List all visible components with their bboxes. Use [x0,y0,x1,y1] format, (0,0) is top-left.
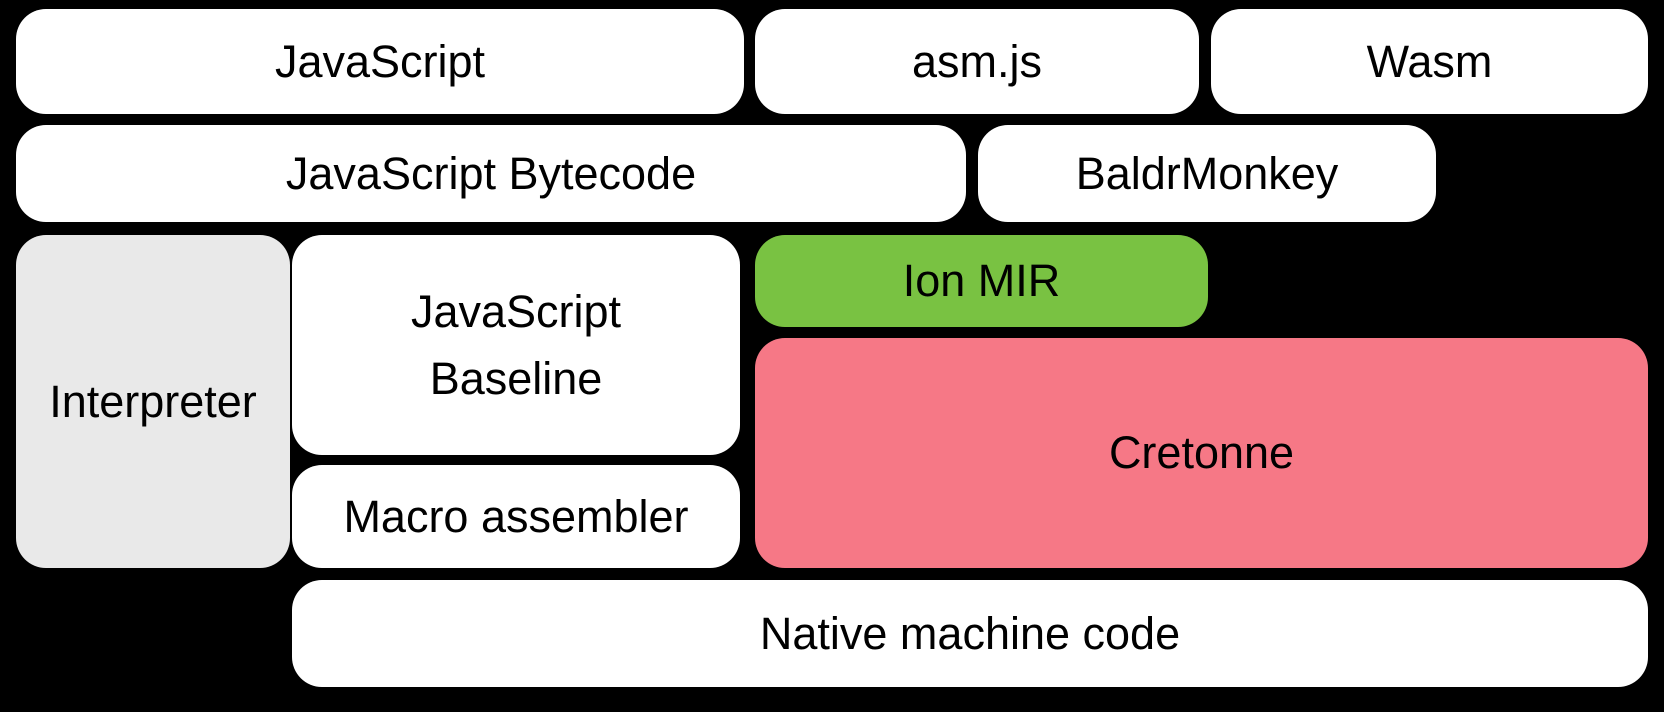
diagram-box-javascript-bytecode: JavaScript Bytecode [16,125,966,222]
diagram-box-native-machine-code: Native machine code [292,580,1648,687]
diagram-box-interpreter: Interpreter [16,235,290,568]
diagram-box-cretonne: Cretonne [755,338,1648,568]
diagram-box-asmjs: asm.js [755,9,1199,114]
diagram-box-javascript-baseline-label: JavaScript Baseline [410,285,622,405]
diagram-box-javascript-bytecode-label: JavaScript Bytecode [285,147,697,199]
diagram-box-baldrmonkey: BaldrMonkey [978,125,1436,222]
diagram-box-ion-mir-label: Ion MIR [902,255,1061,307]
diagram-box-macro-assembler-label: Macro assembler [343,490,689,542]
diagram-box-wasm-label: Wasm [1366,35,1493,87]
diagram-box-baldrmonkey-label: BaldrMonkey [1075,147,1339,199]
diagram-box-javascript-label: JavaScript [274,35,486,87]
diagram-box-interpreter-label: Interpreter [49,375,257,427]
diagram-box-cretonne-label: Cretonne [1108,427,1295,479]
diagram-box-javascript-baseline: JavaScript Baseline [292,235,740,455]
diagram-box-wasm: Wasm [1211,9,1648,114]
diagram-box-native-machine-code-label: Native machine code [759,607,1181,659]
diagram-box-javascript: JavaScript [16,9,744,114]
diagram-box-asmjs-label: asm.js [911,35,1042,87]
diagram-box-ion-mir: Ion MIR [755,235,1208,327]
diagram-box-macro-assembler: Macro assembler [292,465,740,568]
